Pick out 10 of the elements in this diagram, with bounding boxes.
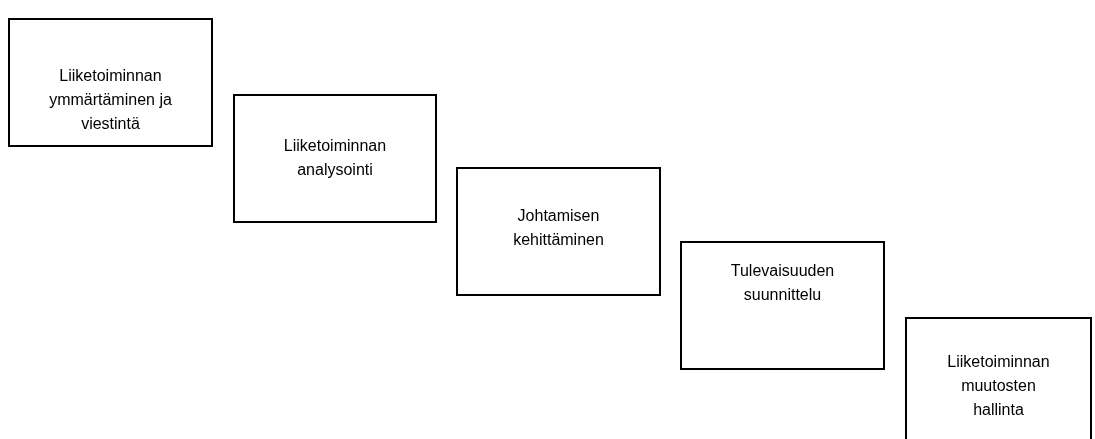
- box-text: Liiketoiminnan analysointi: [282, 136, 388, 180]
- process-box: [905, 317, 1092, 439]
- process-box: [680, 241, 885, 370]
- box-text: Liiketoiminnan ymmärtäminen ja viestintä: [48, 66, 173, 134]
- box-text: Johtamisen kehittäminen: [512, 206, 605, 250]
- process-box: [8, 18, 213, 147]
- process-box: [456, 167, 661, 296]
- process-box: [233, 94, 437, 223]
- box-text: Liiketoiminnan muutosten hallinta: [946, 352, 1051, 420]
- box-text: Tulevaisuuden suunnittelu: [729, 261, 836, 305]
